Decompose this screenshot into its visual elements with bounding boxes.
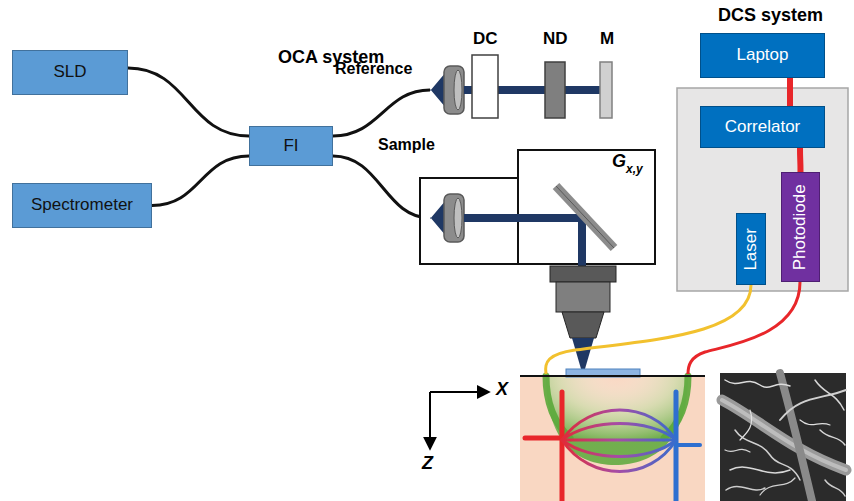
reference-collimator (444, 66, 464, 114)
objective-nose (562, 312, 604, 338)
scanner-housing (518, 150, 655, 264)
z-axis-arrow (429, 392, 431, 448)
cable-connector (797, 148, 804, 172)
node-text: Spectrometer (31, 196, 133, 215)
scanner-label: G (612, 152, 626, 172)
component-label: DC (473, 30, 498, 49)
spectrometer-box: Spectrometer (12, 183, 152, 228)
reference-fiber (333, 90, 430, 136)
light-source-box: SLD (12, 50, 128, 95)
angiogram-inset (720, 373, 846, 501)
x-axis-arrow (430, 391, 488, 393)
reference-lens (454, 70, 462, 110)
node-text: Laser (742, 228, 761, 271)
dcs-housing (677, 88, 848, 291)
dispersion-compensator (472, 55, 498, 118)
cable-connector (128, 68, 249, 136)
node-text: Photodiode (791, 184, 810, 270)
tissue (520, 375, 705, 501)
tissue-surface (520, 375, 705, 377)
objective-body (556, 282, 610, 312)
node-text: SLD (53, 63, 86, 82)
photodiode-box: Photodiode (781, 172, 820, 282)
interferometer-box: FI (249, 126, 333, 166)
cable-connector (787, 78, 793, 106)
system-title: DCS system (718, 6, 823, 26)
sample-fiber (333, 156, 430, 218)
sample-collimator (444, 194, 464, 242)
galvo-mirror (556, 186, 614, 248)
scanned-beam (578, 218, 586, 268)
component-label: ND (543, 30, 568, 49)
node-text: Laptop (737, 46, 789, 65)
arm-label: Reference (335, 60, 412, 78)
arm-label: Sample (378, 136, 435, 154)
neutral-density-filter (545, 62, 565, 118)
sample-lens (454, 198, 462, 238)
source-fiber (546, 285, 751, 374)
node-text: FI (283, 137, 298, 156)
cable-connector (152, 156, 249, 206)
detector-fiber (688, 282, 800, 374)
node-text: Correlator (725, 118, 801, 137)
vessel-network (525, 392, 700, 501)
component-label: M (600, 30, 614, 49)
axis-label: X (496, 380, 508, 400)
computer-box: Laptop (700, 33, 825, 78)
objective-top (550, 266, 616, 282)
light-path-left (546, 376, 570, 438)
axis-label: Z (422, 454, 433, 474)
laser-box: Laser (736, 213, 766, 285)
scanner-subscript: x,y (626, 163, 643, 176)
reference-mirror (600, 62, 612, 118)
galvo-mirror-edge (556, 186, 614, 248)
sample-beam (464, 214, 586, 222)
correlator-box: Correlator (700, 106, 825, 148)
angiogram-vessels (722, 373, 846, 501)
